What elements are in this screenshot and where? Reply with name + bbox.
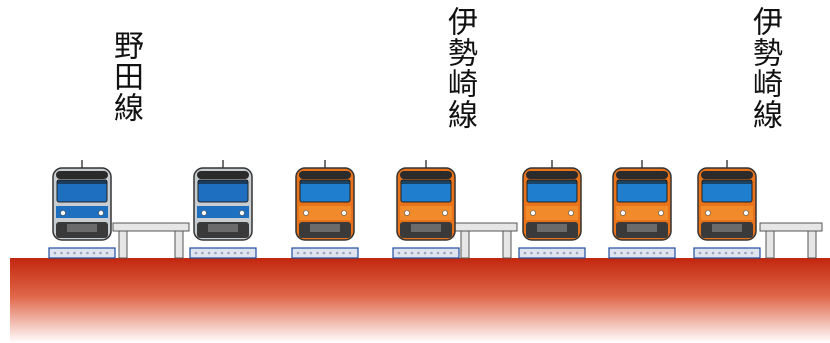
train-isesaki-6	[608, 160, 676, 259]
train-isesaki-5	[518, 160, 586, 259]
train-isesaki-7	[693, 160, 761, 259]
trains-group	[48, 160, 761, 259]
label-isesaki-line-1: 伊勢崎線	[442, 6, 477, 130]
label-noda-line: 野田線	[108, 30, 143, 123]
train-noda-2	[189, 160, 257, 259]
train-isesaki-3	[291, 160, 359, 259]
train-noda-1	[48, 160, 116, 259]
bench-1	[112, 222, 190, 259]
bench-2	[454, 222, 518, 259]
label-isesaki-line-2: 伊勢崎線	[747, 6, 782, 130]
bench-3	[759, 222, 823, 259]
platform	[10, 258, 830, 343]
train-isesaki-4	[392, 160, 460, 259]
